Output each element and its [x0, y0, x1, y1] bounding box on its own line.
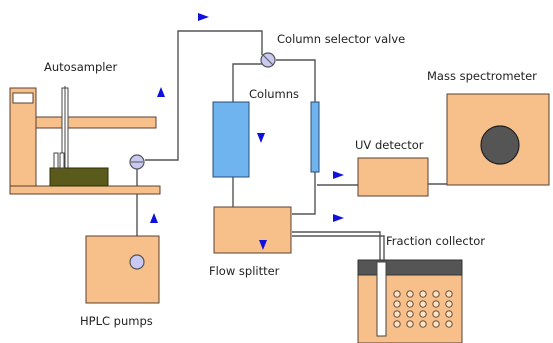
uv-detector — [357, 157, 429, 197]
flow-splitter-label: Flow splitter — [209, 264, 280, 278]
collector-well — [393, 310, 401, 318]
mass-spectrometer-label: Mass spectrometer — [427, 69, 537, 83]
collector-well — [445, 320, 453, 328]
ms-detector — [480, 125, 520, 165]
collector-well — [406, 310, 414, 318]
collector-well — [393, 320, 401, 328]
flow-arrows — [150, 13, 344, 250]
collector-well — [393, 300, 401, 308]
hplc-pumps-label: HPLC pumps — [80, 314, 153, 328]
injector-valve — [129, 154, 145, 170]
collector-well — [406, 290, 414, 298]
tube-injector-to-selector — [145, 30, 263, 161]
column-selector-valve-label: Column selector valve — [277, 32, 406, 46]
sample-tray — [49, 167, 109, 187]
collector-well — [393, 290, 401, 298]
pump-head — [129, 254, 145, 270]
hplc-pumps — [85, 235, 160, 304]
collector-probe — [376, 261, 387, 337]
tube-splitter-to-collector — [292, 231, 381, 260]
sample-vial — [53, 152, 59, 169]
collector-well — [419, 320, 427, 328]
collector-well — [432, 320, 440, 328]
mass-spectrometer — [446, 93, 550, 186]
autosampler — [9, 86, 161, 195]
collector-well — [406, 300, 414, 308]
columns-label: Columns — [249, 87, 300, 101]
tube-selector-to-right-column — [276, 59, 316, 102]
autosampler-base — [9, 185, 161, 195]
flow-arrow-icon — [157, 87, 165, 97]
tubing — [136, 30, 506, 260]
collector-well — [445, 310, 453, 318]
collector-well — [419, 310, 427, 318]
column-right — [310, 101, 320, 173]
collector-well — [419, 290, 427, 298]
tube-splitter-to-collector-2 — [292, 235, 385, 260]
column-left — [212, 101, 250, 178]
autosampler-arm — [35, 116, 157, 129]
collector-well — [406, 320, 414, 328]
fraction-collector-label: Fraction collector — [386, 234, 485, 248]
uv-detector-label: UV detector — [355, 138, 424, 152]
flow-arrow-icon — [333, 214, 344, 222]
fraction-collector — [357, 259, 463, 343]
flow-arrow-icon — [259, 240, 267, 250]
collector-well — [445, 300, 453, 308]
flow-arrow-icon — [150, 213, 158, 223]
flow-arrow-icon — [333, 171, 344, 179]
collector-rail — [357, 259, 463, 276]
autosampler-upright — [9, 87, 37, 189]
autosampler-display — [12, 92, 34, 104]
tube-column2-to-splitter — [292, 172, 316, 215]
sample-vial — [59, 152, 65, 169]
autosampler-label: Autosampler — [44, 60, 118, 74]
flow-arrow-icon — [198, 13, 209, 21]
collector-well — [419, 300, 427, 308]
valve-bore — [262, 54, 274, 66]
collector-well — [432, 300, 440, 308]
flow-arrow-icon — [257, 133, 265, 143]
collector-well — [432, 290, 440, 298]
pumps-housing — [85, 235, 160, 304]
column-selector-valve — [260, 52, 276, 68]
flow-splitter — [213, 206, 292, 254]
collector-well — [445, 290, 453, 298]
tube-selector-to-left-column — [232, 63, 264, 102]
collector-well — [432, 310, 440, 318]
collector-wells — [393, 290, 453, 328]
